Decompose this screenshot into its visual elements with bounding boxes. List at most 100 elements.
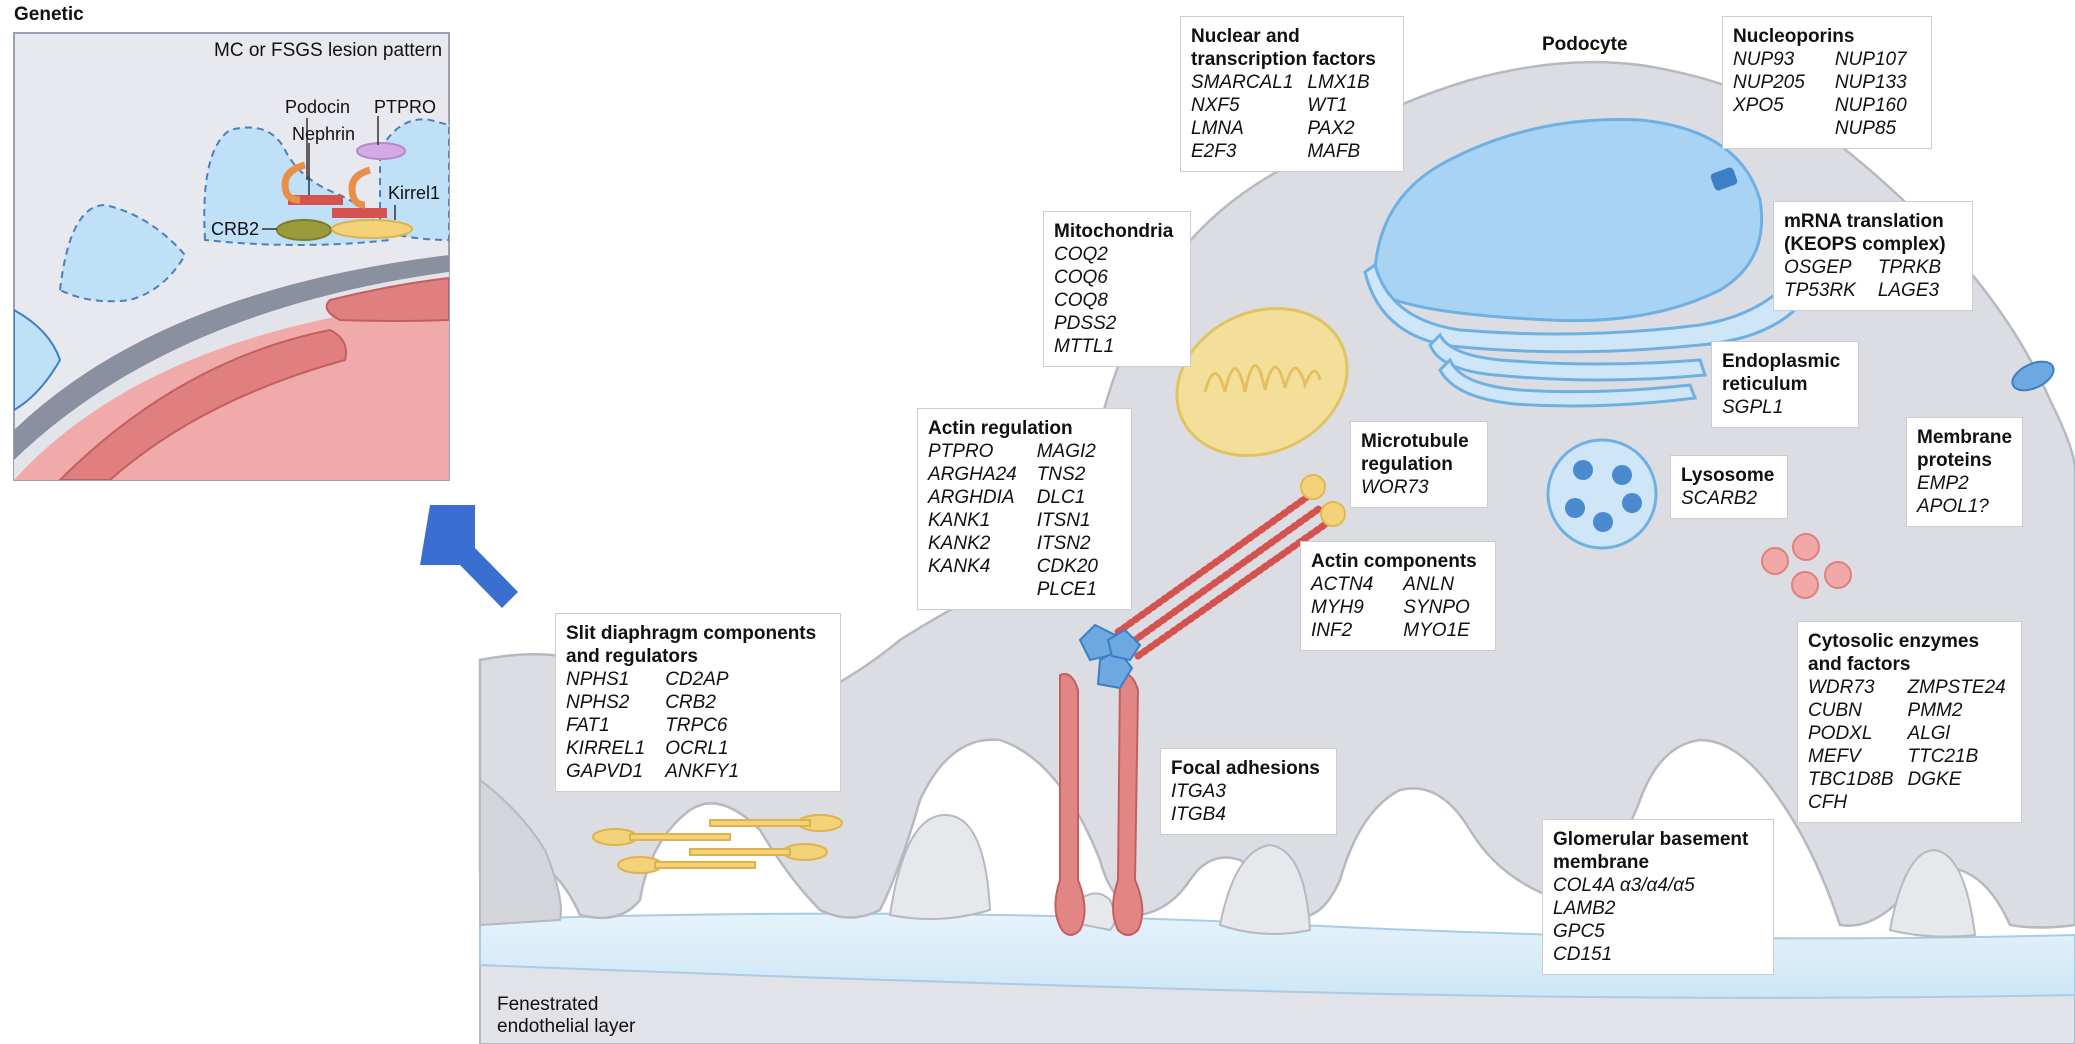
box-title: mRNA translation (KEOPS complex) [1784,210,1962,256]
inset-label-kirrel1: Kirrel1 [388,183,440,204]
box-title: Nuclear and transcription factors [1191,25,1393,71]
gene: NUP133 [1835,71,1907,94]
gene: CFH [1808,791,1894,814]
gene: COQ8 [1054,289,1180,312]
gene: GPC5 [1553,920,1763,943]
gene: ITSN2 [1037,532,1098,555]
gene: SCARB2 [1681,488,1757,509]
actin-components-box: Actin components ACTN4 MYH9 INF2 ANLN SY… [1300,541,1496,651]
gene: ARGHDIA [928,486,1017,509]
panel-label: Genetic [14,4,84,26]
gene: CD2AP [665,668,739,691]
gene: PAX2 [1307,117,1369,140]
gene: CD151 [1553,943,1763,966]
gene: NUP93 [1733,48,1805,71]
inset-label-crb2: CRB2 [211,219,259,240]
gene: LMNA [1191,117,1293,140]
gene: FAT1 [566,714,645,737]
gene: LAGE3 [1878,279,1941,302]
box-title: Membrane proteins [1917,426,2012,472]
gene: COQ2 [1054,243,1180,266]
gene: SGPL1 [1722,397,1783,418]
gene: PTPRO [928,440,1017,463]
gene: ARGHA24 [928,463,1017,486]
box-title: Actin regulation [928,417,1121,440]
gene: TBC1D8B [1808,768,1894,791]
gene: PMM2 [1908,699,2006,722]
membrane-proteins-box: Membrane proteins EMP2 APOL1? [1906,417,2023,527]
gene: APOL1? [1917,495,2012,518]
box-title: Endoplasmic reticulum [1722,350,1848,396]
box-title: Lysosome [1681,464,1777,487]
inset-title: MC or FSGS lesion pattern [214,40,442,62]
gene: KANK2 [928,532,1017,555]
gene: ALGl [1908,722,2006,745]
box-title: Cytosolic enzymes and factors [1808,630,2011,676]
gene: NPHS2 [566,691,645,714]
gene: ANKFY1 [665,760,739,783]
gene: NUP160 [1835,94,1907,117]
box-title: Actin components [1311,550,1485,573]
gene: MTTL1 [1054,335,1180,358]
gene: ITGA3 [1171,780,1326,803]
endothelial-label: Fenestrated endothelial layer [497,994,677,1038]
cell-label: Podocyte [1542,34,1628,56]
gene: LAMB2 [1553,897,1763,920]
gene: TRPC6 [665,714,739,737]
box-title: Nucleoporins [1733,25,1921,48]
gene: WDR73 [1808,676,1894,699]
gene: ITGB4 [1171,803,1326,826]
gene: CUBN [1808,699,1894,722]
gene: ANLN [1403,573,1470,596]
box-title: Mitochondria [1054,220,1180,243]
gene: ACTN4 [1311,573,1373,596]
gene: TTC21B [1908,745,2006,768]
nuclear-factors-box: Nuclear and transcription factors SMARCA… [1180,16,1404,172]
microtubule-box: Microtubule regulation WOR73 [1350,421,1488,508]
inset-label-nephrin: Nephrin [292,124,355,145]
focal-adhesions-box: Focal adhesions ITGA3 ITGB4 [1160,748,1337,835]
er-box: Endoplasmic reticulum SGPL1 [1711,341,1859,428]
box-title: Glomerular basement membrane [1553,828,1763,874]
gene: EMP2 [1917,472,2012,495]
gene: COL4A α3/α4/α5 [1553,874,1763,897]
box-title: Microtubule regulation [1361,430,1477,476]
gene: PDSS2 [1054,312,1180,335]
gene: KANK4 [928,555,1017,578]
gene: ITSN1 [1037,509,1098,532]
inset-label-podocin: Podocin [285,97,350,118]
lysosome-box: Lysosome SCARB2 [1670,455,1788,519]
gene: NPHS1 [566,668,645,691]
gene: TP53RK [1784,279,1856,302]
gene: TPRKB [1878,256,1941,279]
direction-arrow [420,505,518,608]
gene: DLC1 [1037,486,1098,509]
gene: MAFB [1307,140,1369,163]
gene: OSGEP [1784,256,1856,279]
gene: NUP85 [1835,117,1907,140]
gene: CRB2 [665,691,739,714]
gene: ZMPSTE24 [1908,676,2006,699]
cytosolic-enzymes-box: Cytosolic enzymes and factors WDR73 CUBN… [1797,621,2022,823]
gene: NXF5 [1191,94,1293,117]
gene: KIRREL1 [566,737,645,760]
mitochondria-box: Mitochondria COQ2 COQ6 COQ8 PDSS2 MTTL1 [1043,211,1191,367]
gene: INF2 [1311,619,1373,642]
gene: PLCE1 [1037,578,1098,601]
gene: SMARCAL1 [1191,71,1293,94]
lysosome [1548,440,1656,548]
box-title: Slit diaphragm components and regulators [566,622,830,668]
gene: PODXL [1808,722,1894,745]
box-title: Focal adhesions [1171,757,1326,780]
gene: XPO5 [1733,94,1805,117]
gene: SYNPO [1403,596,1470,619]
gene: WT1 [1307,94,1369,117]
gene: DGKE [1908,768,2006,791]
gene: LMX1B [1307,71,1369,94]
slit-diaphragm-box: Slit diaphragm components and regulators… [555,613,841,792]
gene: TNS2 [1037,463,1098,486]
gene: WOR73 [1361,477,1429,498]
gene: CDK20 [1037,555,1098,578]
gene: KANK1 [928,509,1017,532]
mrna-translation-box: mRNA translation (KEOPS complex) OSGEP T… [1773,201,1973,311]
